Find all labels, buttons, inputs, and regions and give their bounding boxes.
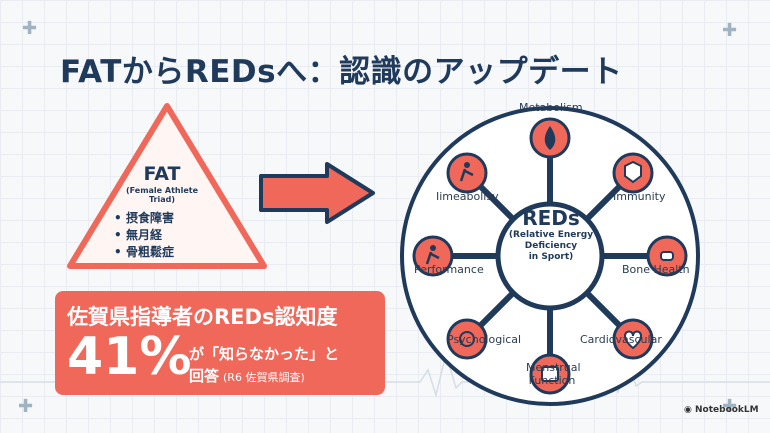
node-psychological: Psychological — [447, 333, 522, 346]
arrow-right-icon — [259, 162, 375, 224]
fat-item: 骨粗鬆症 — [112, 244, 212, 261]
plus-icon: ✚ — [18, 396, 34, 417]
survey-answer: 回答(R6 佐賀県調査) — [189, 365, 305, 386]
fat-item: 摂食障害 — [112, 210, 212, 227]
brand-text: NotebookLM — [695, 405, 759, 415]
node-immunity: Immunity — [613, 190, 666, 203]
reds-center: REDs (Relative Energy Deficiency in Spor… — [500, 206, 602, 263]
node-menstrual-line2: Function — [528, 374, 576, 387]
plus-icon: ✚ — [722, 20, 738, 41]
reds-subtitle-3: in Sport) — [528, 252, 574, 262]
node-metabolism: Metabolism — [519, 101, 583, 114]
survey-percent: 41% — [67, 327, 192, 387]
node-iimeabolisy: Iimeabolisy — [436, 190, 499, 203]
fat-title: FAT — [143, 163, 181, 185]
reds-subtitle-2: Deficiency — [524, 241, 578, 251]
reds-subtitle-1: (Relative Energy — [508, 230, 594, 240]
node-menstrual-line1: Menstrual — [526, 361, 581, 374]
brain-gears-icon — [446, 318, 488, 360]
fat-text: FAT (Female Athlete Triad) 摂食障害 無月経 骨粗鬆症 — [112, 163, 212, 261]
fat-subtitle: (Female Athlete Triad) — [125, 186, 199, 204]
node-bone-health: Bone Health — [622, 263, 690, 276]
node-performance: Performance — [414, 263, 484, 276]
survey-source: (R6 佐賀県調査) — [223, 371, 305, 384]
fat-item: 無月経 — [112, 227, 212, 244]
reds-diagram — [400, 106, 700, 406]
page-title: FATからREDsへ：認識のアップデート — [60, 54, 623, 90]
plus-icon: ✚ — [22, 18, 38, 39]
fat-list: 摂食障害 無月経 骨粗鬆症 — [112, 210, 212, 261]
survey-answer-text: 回答 — [189, 367, 220, 385]
survey-heading: 佐賀県指導者のREDs認知度 — [67, 305, 338, 329]
reds-title: REDs — [522, 206, 580, 230]
node-cardiovascular: Cardiovascular — [580, 333, 662, 346]
brand-label: ◉ NotebookLM — [684, 405, 759, 415]
plus-icon: ✚ — [722, 396, 738, 417]
node-menstrual: Menstrual Function — [526, 361, 581, 387]
survey-box: 佐賀県指導者のREDs認知度 41% が「知らなかった」と 回答(R6 佐賀県調… — [55, 291, 385, 395]
survey-question: が「知らなかった」と — [189, 345, 340, 363]
